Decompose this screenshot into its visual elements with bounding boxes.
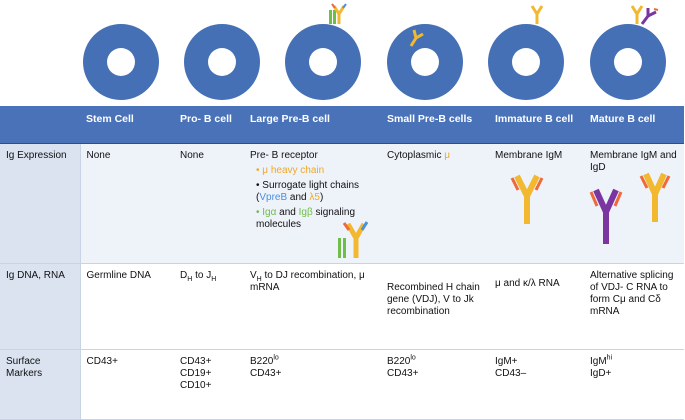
pre-b-receptor-title: Pre- B receptor [250, 150, 318, 161]
header-corner [0, 106, 80, 144]
surface-large-pre-b: B220lo CD43+ [244, 349, 381, 420]
ig-expression-stem: None [80, 143, 174, 264]
mature-b-cell [590, 5, 666, 100]
b-cell-development-table: Stem Cell Pro- B cell Large Pre-B cell S… [0, 106, 684, 420]
surrogate-light-chain-item: • Surrogate light chains (VpreB and λ5) [256, 180, 360, 203]
ig-expression-small-pre-b: Cytoplasmic μ [381, 143, 489, 264]
ig-expression-pro-b: None [174, 143, 244, 264]
stem-cell [83, 24, 159, 100]
heavy-chain-item: • μ heavy chain [256, 165, 325, 176]
large-pre-b-cell [285, 3, 361, 100]
ig-dna-stem: Germline DNA [80, 263, 174, 350]
small-pre-b-cell [387, 24, 463, 100]
header-row: Stem Cell Pro- B cell Large Pre-B cell S… [0, 106, 684, 144]
header-mature-b-cell: Mature B cell [584, 106, 684, 144]
membrane-igm-large-icon [510, 174, 544, 224]
surface-stem: CD43+ [80, 349, 174, 420]
ig-dna-small-pre-b: Recombined H chain gene (VDJ), V to Jk r… [381, 263, 489, 350]
row-label-ig-expression: Ig Expression [0, 143, 81, 264]
ig-dna-large-pre-b: VH to DJ recombination, μ mRNA [244, 263, 381, 350]
membrane-igm-mature-icon [639, 172, 671, 222]
ig-dna-immature: μ and κ/λ RNA [489, 263, 584, 350]
surface-mature: IgMhi IgD+ [584, 349, 684, 420]
row-label-surface-markers: Surface Markers [0, 349, 81, 420]
header-pro-b-cell: Pro- B cell [174, 106, 244, 144]
ig-expression-immature: Membrane IgM [489, 143, 584, 264]
cytoplasmic-mu-icon [409, 29, 424, 47]
surface-markers-row: Surface Markers CD43+ CD43+ CD19+ CD10+ … [0, 349, 684, 420]
pre-b-receptor-large-icon [338, 221, 368, 258]
cell-diagram-row [83, 3, 666, 100]
membrane-igm-icon [530, 5, 544, 24]
surface-small-pre-b: B220lo CD43+ [381, 349, 489, 420]
header-large-pre-b-cell: Large Pre-B cell [244, 106, 381, 144]
ig-expression-large-pre-b: Pre- B receptor • μ heavy chain • Surrog… [244, 143, 381, 264]
membrane-igd-icon [589, 188, 623, 244]
pro-b-cell [184, 24, 260, 100]
ig-expression-row: Ig Expression None None Pre- B receptor … [0, 143, 684, 264]
membrane-igm-igd-icon [630, 5, 659, 25]
ig-dna-pro-b: DH to JH [174, 263, 244, 350]
row-label-ig-dna-rna: Ig DNA, RNA [0, 263, 81, 350]
ig-expression-mature: Membrane IgM and IgD [584, 143, 684, 264]
signaling-molecules-item: • Igα and Igβ signaling molecules [256, 207, 356, 230]
header-immature-b-cell: Immature B cell [489, 106, 584, 144]
surface-pro-b: CD43+ CD19+ CD10+ [174, 349, 244, 420]
pre-b-receptor-icon [329, 3, 347, 24]
header-small-pre-b-cells: Small Pre-B cells [381, 106, 489, 144]
immature-b-cell [488, 5, 564, 100]
ig-dna-mature: Alternative splicing of VDJ- C RNA to fo… [584, 263, 684, 350]
ig-dna-rna-row: Ig DNA, RNA Germline DNA DH to JH VH to … [0, 263, 684, 350]
surface-immature: IgM+ CD43– [489, 349, 584, 420]
header-stem-cell: Stem Cell [80, 106, 174, 144]
